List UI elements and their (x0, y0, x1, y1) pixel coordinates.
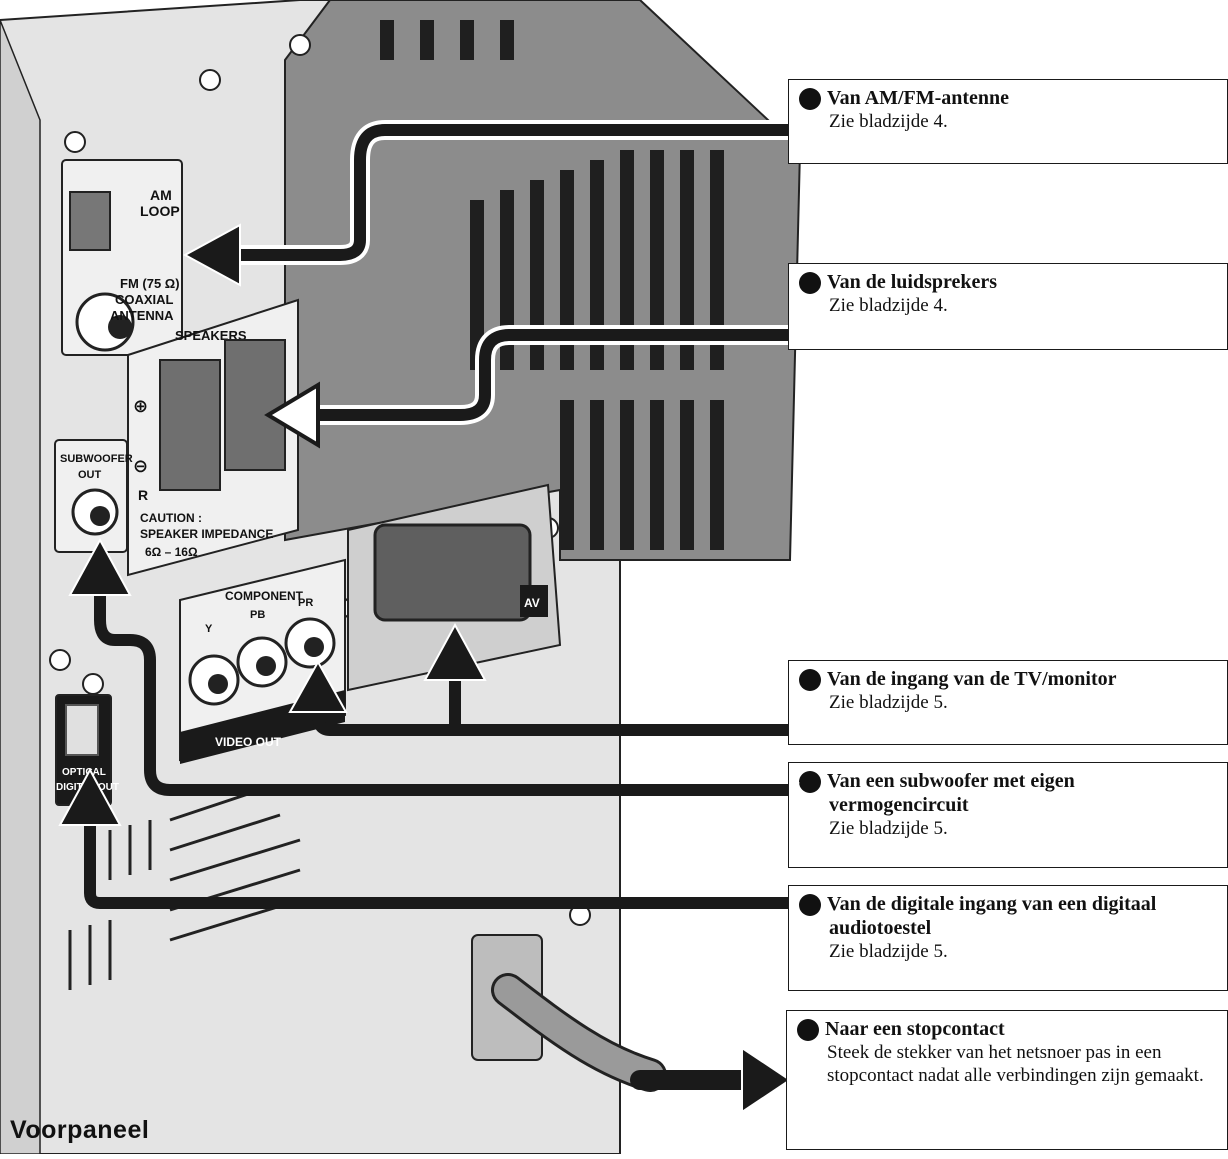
power-cord-inner (494, 976, 664, 1089)
callout-number: 5 (791, 894, 821, 916)
subwoofer-label-2: OUT (78, 469, 102, 481)
callout-title: Van de digitale ingang van een digitaal … (827, 893, 1157, 939)
av-badge (520, 585, 548, 617)
caution-label-1: CAUTION : (140, 511, 202, 525)
callout-title: Van een subwoofer met eigen vermogencirc… (827, 770, 1075, 816)
fm-label-1: FM (75 Ω) (120, 276, 180, 291)
callout-ref: Zie bladzijde 5. (829, 941, 948, 962)
plus-label: ⊕ (133, 396, 148, 416)
callout-title: Van de ingang van de TV/monitor (827, 668, 1117, 690)
caution-label-2: SPEAKER IMPEDANCE (140, 527, 273, 541)
diagram-caption: Voorpaneel (10, 1116, 150, 1144)
r-label: R (138, 487, 148, 503)
callout-antenna: 1 Van AM/FM-antenne Zie bladzijde 4. (788, 79, 1228, 164)
jack-y-core (208, 674, 228, 694)
callout-power: 6 Naar een stopcontact Steek de stekker v… (786, 1010, 1228, 1150)
arrowheads (58, 223, 792, 1114)
unit-side (0, 19, 41, 1155)
housing-vents (380, 20, 724, 550)
connection-lines (84, 120, 800, 1090)
callout-title: Naar een stopcontact (825, 1018, 1005, 1040)
subwoofer-jack-core (90, 506, 110, 526)
callout-number: 4 (791, 771, 821, 793)
callout-tv: 3 Van de ingang van de TV/monitor Zie bla… (788, 660, 1228, 745)
video-out-label: VIDEO OUT (215, 735, 282, 749)
jack-pr-core (304, 637, 324, 657)
arrowhead-speakers (264, 381, 320, 449)
optical-port (65, 704, 99, 756)
callout-ref: Zie bladzijde 4. (829, 295, 948, 316)
arrowhead-tv-av (423, 622, 487, 681)
speaker-terminal-left (159, 359, 221, 491)
callout-number: 6 (789, 1019, 819, 1041)
callout-number: 2 (791, 272, 821, 294)
y-label: Y (205, 623, 213, 635)
arrowhead-digital (58, 767, 122, 826)
arrowhead-subwoofer (68, 537, 132, 596)
speaker-terminal-right (224, 339, 286, 471)
arrowhead-tv-component (288, 659, 348, 713)
callout-title: Van de luidsprekers (827, 271, 998, 293)
am-loop-label-1: AM (150, 187, 172, 203)
component-label: COMPONENT (225, 589, 304, 603)
optical-label-1: OPTICAL (62, 767, 106, 778)
jack-pb-core (256, 656, 276, 676)
callout-number: 1 (791, 88, 821, 110)
scart-connector (373, 523, 532, 622)
am-loop-terminal (69, 191, 111, 251)
av-label: AV (524, 596, 540, 610)
am-loop-label-2: LOOP (140, 203, 180, 219)
arrowhead-antenna (182, 223, 241, 287)
line-tv (312, 674, 796, 736)
line-digital (84, 794, 796, 909)
callout-subwoofer: 4 Van een subwoofer met eigen vermogencir… (788, 762, 1228, 868)
fm-label-2: COAXIAL (115, 292, 174, 307)
callout-number: 3 (791, 669, 821, 691)
line-subwoofer (94, 579, 796, 796)
minus-label: ⊖ (133, 456, 148, 476)
callout-note: Steek de stekker van het netsnoer pas in… (827, 1042, 1204, 1086)
callout-digital: 5 Van de digitale ingang van een digitaal… (788, 885, 1228, 991)
fm-label-3: ANTENNA (110, 308, 174, 323)
callout-ref: Zie bladzijde 4. (829, 111, 948, 132)
caution-label-3: 6Ω – 16Ω (145, 545, 198, 559)
arrowhead-power (741, 1046, 792, 1114)
subwoofer-label-1: SUBWOOFER (60, 453, 133, 465)
fm-coaxial-jack-core (108, 315, 132, 339)
pr-label: PR (298, 597, 313, 609)
lower-vents (68, 788, 301, 990)
callout-title: Van AM/FM-antenne (827, 87, 1010, 109)
callout-speakers: 2 Van de luidsprekers Zie bladzijde 4. (788, 263, 1228, 350)
callout-ref: Zie bladzijde 5. (829, 692, 948, 713)
callout-ref: Zie bladzijde 5. (829, 818, 948, 839)
pb-label: PB (250, 609, 265, 621)
